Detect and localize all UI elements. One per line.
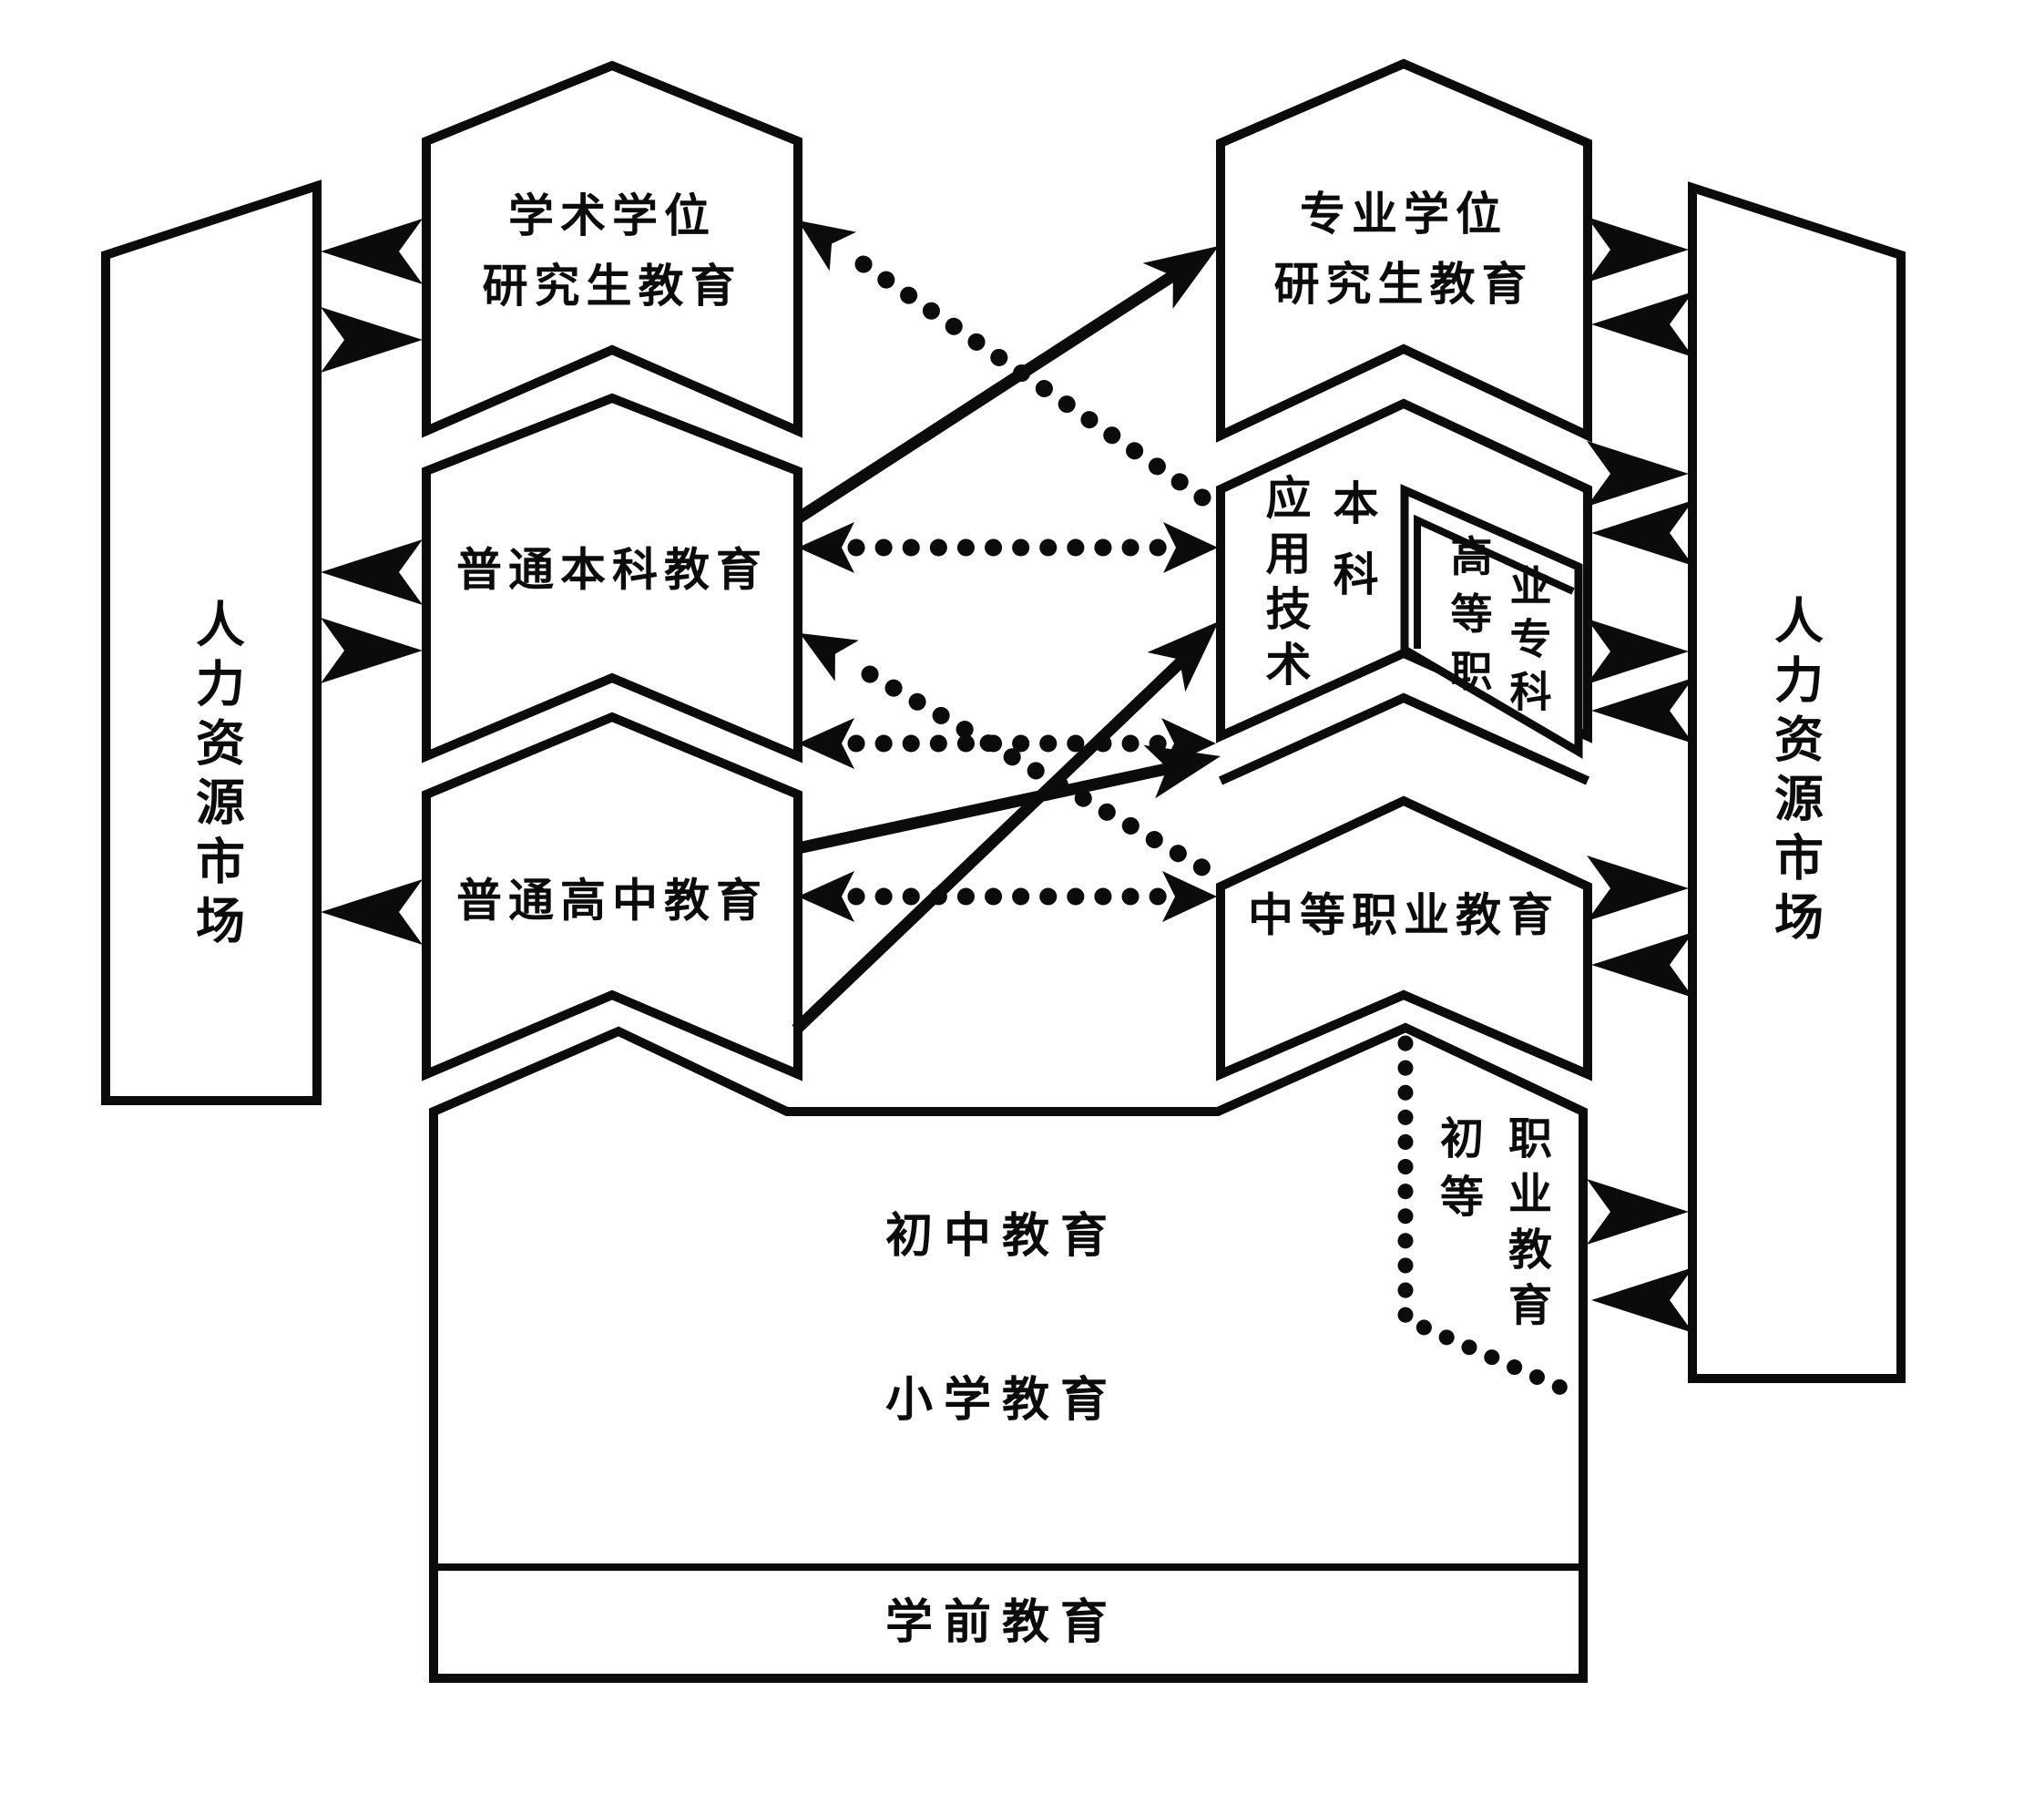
banner-higher-vocational-college bbox=[1400, 484, 1583, 759]
arrow-undergrad-to-market-left bbox=[321, 539, 423, 605]
arrowhead-highschool-to-applied-tech bbox=[1147, 621, 1219, 692]
regular-undergraduate-label: 普通本科教育 bbox=[456, 543, 768, 597]
dotted-arrowhead-left-midjunction bbox=[798, 718, 854, 769]
professional-graduate-label: 专业学位 研究生教育 bbox=[1274, 179, 1534, 320]
dotted-secondary-to-undergrad bbox=[861, 665, 1221, 882]
primary-education-label: 小学教育 bbox=[884, 1373, 1119, 1428]
left-market-label: 人力资源市场 bbox=[187, 599, 245, 954]
dotted-elementary-vocational-path bbox=[1397, 1035, 1586, 1403]
dotted-arrowhead-academic-graduate bbox=[798, 220, 857, 272]
dotted-arrowhead-right-appliedtech bbox=[1163, 522, 1218, 573]
regular-highschool-label: 普通高中教育 bbox=[456, 874, 768, 928]
higher-vocational-inner-line bbox=[1414, 514, 1575, 649]
secondary-vocational-label: 中等职业教育 bbox=[1248, 888, 1559, 942]
banner-regular-undergraduate bbox=[422, 393, 802, 764]
arrow-professional-to-market-right bbox=[1587, 217, 1689, 282]
higher-vocational-label-col2: 业专科 bbox=[1503, 564, 1553, 723]
arrow-market-to-academic-left bbox=[321, 307, 423, 373]
academic-graduate-label: 学术学位 研究生教育 bbox=[483, 181, 742, 322]
dotted-arrowhead-right-midjunction bbox=[1161, 718, 1216, 769]
elementary-vocational-label-col2: 职业教育 bbox=[1500, 1115, 1551, 1338]
arrow-market-to-undergrad-left bbox=[321, 618, 423, 683]
arrow-market-to-elementaryvocational-right bbox=[1591, 1267, 1693, 1333]
elementary-vocational-label-col1: 初等 bbox=[1432, 1115, 1483, 1232]
academic-graduate-line1: 学术学位 bbox=[508, 190, 716, 242]
arrow-market-to-appliedtech-right bbox=[1591, 500, 1693, 566]
academic-graduate-line2: 研究生教育 bbox=[482, 260, 742, 313]
banner-academic-graduate bbox=[422, 60, 802, 438]
preschool-education-label: 学前教育 bbox=[884, 1595, 1119, 1650]
arrow-highervocational-to-market-right bbox=[1587, 619, 1689, 684]
arrow-secondary-to-market-right bbox=[1587, 856, 1689, 921]
banner-professional-graduate bbox=[1216, 58, 1592, 443]
dotted-arrowhead-left-undergrad bbox=[798, 522, 854, 573]
chevron-echo-stripe bbox=[1218, 692, 1590, 785]
arrow-market-to-secondary-right bbox=[1591, 932, 1693, 998]
arrow-market-to-professional-right bbox=[1591, 292, 1693, 357]
arrow-elementaryvocational-to-market-right bbox=[1587, 1179, 1689, 1245]
basic-education-box bbox=[429, 1022, 1588, 1683]
banner-secondary-vocational bbox=[1216, 795, 1592, 1081]
arrow-appliedtech-to-market-right bbox=[1587, 441, 1689, 507]
arrow-highschool-to-applied-tech bbox=[792, 657, 1186, 1034]
dotted-arrowhead-right-secondary bbox=[1162, 871, 1217, 922]
left-hr-market-box bbox=[101, 179, 322, 1105]
arrowhead-undergrad-to-professional-graduate bbox=[1142, 246, 1219, 309]
arrow-highschool-to-market-left bbox=[321, 879, 423, 945]
dotted-appliedtech-to-academic bbox=[854, 255, 1211, 507]
higher-vocational-label-col1: 高等职 bbox=[1444, 534, 1494, 707]
junior-middle-education-label: 初中教育 bbox=[884, 1209, 1119, 1264]
dotted-arrowhead-left-highschool bbox=[798, 871, 854, 922]
arrow-academic-to-market-left bbox=[321, 219, 423, 284]
banner-regular-highschool bbox=[422, 712, 802, 1081]
applied-tech-label-col2: 本科 bbox=[1325, 479, 1379, 621]
arrow-undergrad-to-professional-graduate bbox=[794, 266, 1183, 524]
arrow-market-to-highervocational-right bbox=[1591, 678, 1693, 743]
arrow-highschool-to-higher-vocational bbox=[796, 762, 1172, 855]
dotted-arrowhead-undergrad bbox=[800, 633, 859, 682]
right-hr-market-box bbox=[1688, 181, 1906, 1383]
applied-tech-label-col1: 应用技术 bbox=[1258, 474, 1312, 696]
right-market-label: 人力资源市场 bbox=[1765, 595, 1824, 950]
professional-graduate-line2: 研究生教育 bbox=[1273, 258, 1534, 311]
professional-graduate-line1: 专业学位 bbox=[1300, 188, 1507, 241]
arrowhead-highschool-to-higher-vocational bbox=[1143, 744, 1221, 799]
